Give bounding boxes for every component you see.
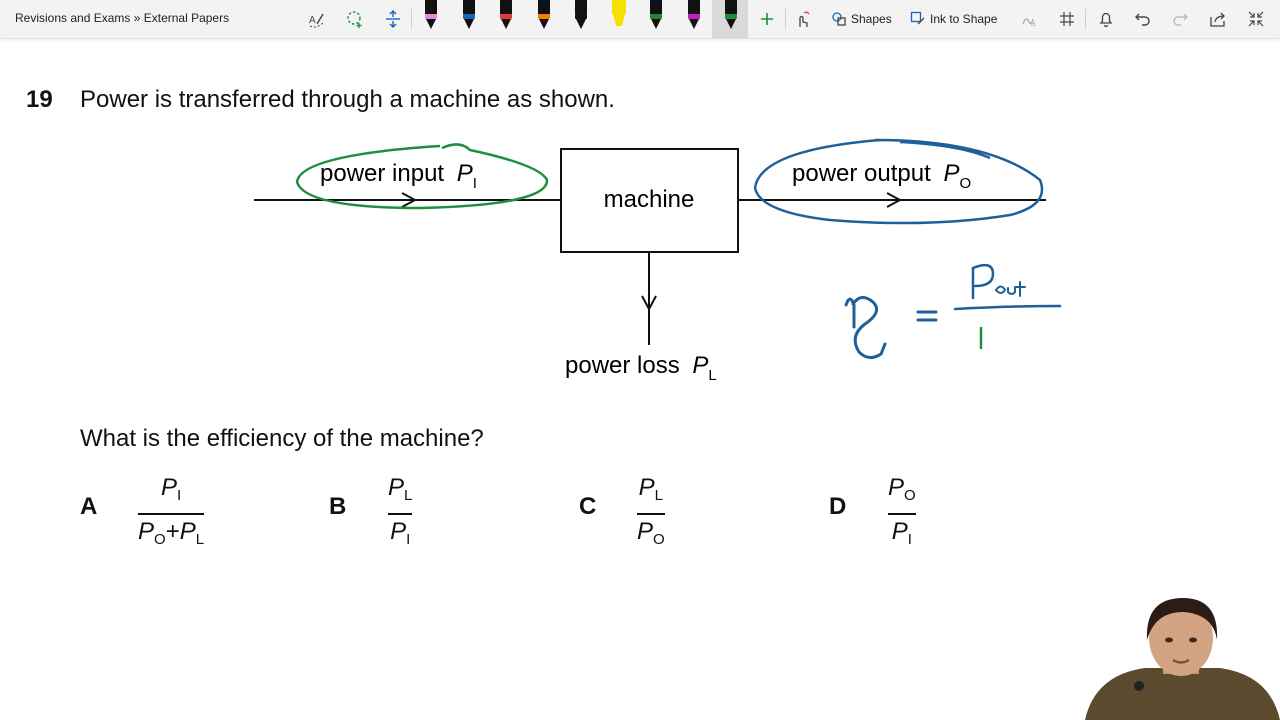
touch-draw-icon[interactable] [790, 7, 814, 31]
pout-p-ink [971, 263, 995, 300]
equals-ink [916, 310, 938, 322]
undo-icon[interactable] [1131, 7, 1155, 31]
input-arrowhead [401, 192, 418, 208]
ink-to-shape-icon [910, 11, 925, 25]
breadcrumb[interactable]: Revisions and Exams » External Papers [15, 11, 230, 25]
redo-icon[interactable] [1168, 7, 1192, 31]
add-space-icon[interactable] [381, 7, 405, 31]
output-label: power output PO [792, 160, 971, 192]
collapse-toolbar-icon[interactable] [1244, 7, 1268, 31]
option-a-fraction[interactable]: PI PO+PL [138, 474, 205, 554]
pen-purple-icon[interactable] [687, 0, 701, 30]
pout-subscript-ink [995, 281, 1026, 297]
pen-black-pink-icon[interactable] [424, 0, 438, 30]
option-b-denominator: PI [390, 517, 411, 548]
presenter-webcam [1085, 598, 1280, 720]
output-arrowhead [886, 192, 903, 208]
svg-text:a: a [1031, 19, 1036, 28]
option-b-numerator: PL [388, 474, 413, 504]
bell-icon[interactable] [1094, 7, 1118, 31]
pen-black-icon[interactable] [574, 0, 588, 30]
shapes-button[interactable]: Shapes [831, 9, 892, 29]
option-b-fraction[interactable]: PL PI [388, 474, 413, 554]
green-ink-circle [295, 143, 549, 210]
ruler-icon[interactable] [1055, 7, 1079, 31]
ink-to-shape-button[interactable]: Ink to Shape [910, 9, 997, 29]
option-c-fraction[interactable]: PL PO [637, 474, 665, 554]
lasso-select-icon[interactable] [343, 7, 367, 31]
input-label: power input PI [320, 160, 477, 192]
pen-green-icon[interactable] [649, 0, 663, 30]
pen-red-icon[interactable] [499, 0, 513, 30]
question-text: Power is transferred through a machine a… [80, 86, 615, 113]
pen-orange-icon[interactable] [537, 0, 551, 30]
option-c-letter[interactable]: C [579, 493, 597, 520]
option-c-numerator: PL [638, 474, 664, 504]
option-b-letter[interactable]: B [329, 493, 347, 520]
loss-label: power loss PL [565, 352, 717, 384]
question-number: 19 [26, 86, 53, 113]
ink-toolbar: Revisions and Exams » External Papers A … [0, 0, 1280, 39]
shapes-label: Shapes [851, 12, 892, 26]
option-a-numerator: PI [160, 474, 182, 504]
fraction-bar-ink [953, 304, 1062, 311]
shapes-icon [832, 12, 846, 26]
share-icon[interactable] [1206, 7, 1230, 31]
option-d-numerator: PO [888, 474, 916, 504]
machine-label: machine [604, 186, 695, 213]
blue-ink-circle [753, 138, 1044, 225]
lasso-text-icon[interactable]: A [305, 7, 329, 31]
highlighter-yellow-icon[interactable] [611, 0, 626, 30]
option-d-fraction[interactable]: PO PI [888, 474, 916, 554]
loss-arrowhead [641, 295, 657, 312]
pen-selected-green-icon[interactable] [712, 0, 748, 38]
option-d-denominator: PI [891, 517, 912, 548]
eta-ink [844, 296, 887, 359]
pen-blue-icon[interactable] [462, 0, 476, 30]
question-subtext: What is the efficiency of the machine? [80, 425, 484, 452]
option-a-denominator: PO+PL [138, 517, 205, 548]
svg-text:A: A [309, 15, 316, 26]
add-pen-icon[interactable] [755, 7, 779, 31]
option-c-denominator: PO [637, 517, 665, 548]
ink-to-math-icon[interactable]: a [1018, 7, 1042, 31]
ink-to-shape-label: Ink to Shape [930, 12, 998, 26]
option-d-letter[interactable]: D [829, 493, 847, 520]
option-a-letter[interactable]: A [80, 493, 98, 520]
